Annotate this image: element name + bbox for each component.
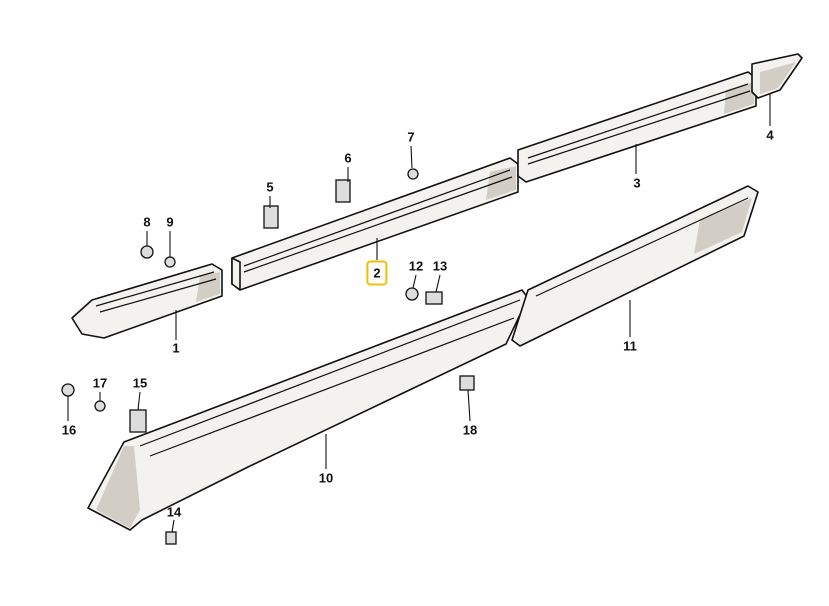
callout-10[interactable]: 10 xyxy=(318,470,334,486)
part-9-grommet xyxy=(164,256,176,268)
part-6-clip xyxy=(335,179,351,203)
callout-6[interactable]: 6 xyxy=(344,150,352,166)
part-11-rocker-panel-rear[interactable] xyxy=(511,185,759,347)
callout-3[interactable]: 3 xyxy=(633,175,641,191)
part-10-rocker-panel-front[interactable] xyxy=(87,289,529,531)
part-2-door-trim-front[interactable] xyxy=(231,157,519,291)
part-5-clip xyxy=(263,205,279,229)
part-7-nut xyxy=(407,168,419,180)
part-8-nut xyxy=(140,245,154,259)
callout-12[interactable]: 12 xyxy=(408,258,424,274)
callout-14[interactable]: 14 xyxy=(166,504,182,520)
fasteners xyxy=(61,168,475,545)
part-4-rear-trim[interactable] xyxy=(751,53,803,99)
callout-1[interactable]: 1 xyxy=(172,340,180,356)
part-16-nut xyxy=(61,383,75,397)
callout-7[interactable]: 7 xyxy=(407,129,415,145)
callout-15[interactable]: 15 xyxy=(132,375,148,391)
callout-16[interactable]: 16 xyxy=(61,422,77,438)
part-1-front-trim[interactable] xyxy=(71,263,223,339)
callout-2[interactable]: 2 xyxy=(366,260,388,286)
part-12-grommet xyxy=(405,287,419,301)
part-14-screw xyxy=(165,531,177,545)
callout-4[interactable]: 4 xyxy=(766,127,774,143)
leader-lines xyxy=(67,94,771,533)
part-13-clip xyxy=(425,291,443,305)
callout-9[interactable]: 9 xyxy=(166,214,174,230)
callout-17[interactable]: 17 xyxy=(92,375,108,391)
part-15-clip xyxy=(129,409,147,433)
part-3-door-trim-rear[interactable] xyxy=(517,71,757,183)
callout-18[interactable]: 18 xyxy=(462,422,478,438)
callout-8[interactable]: 8 xyxy=(143,214,151,230)
callout-13[interactable]: 13 xyxy=(432,258,448,274)
callout-5[interactable]: 5 xyxy=(266,179,274,195)
part-18-clip xyxy=(459,375,475,391)
callout-11[interactable]: 11 xyxy=(623,338,637,354)
part-17-washer xyxy=(94,400,106,412)
